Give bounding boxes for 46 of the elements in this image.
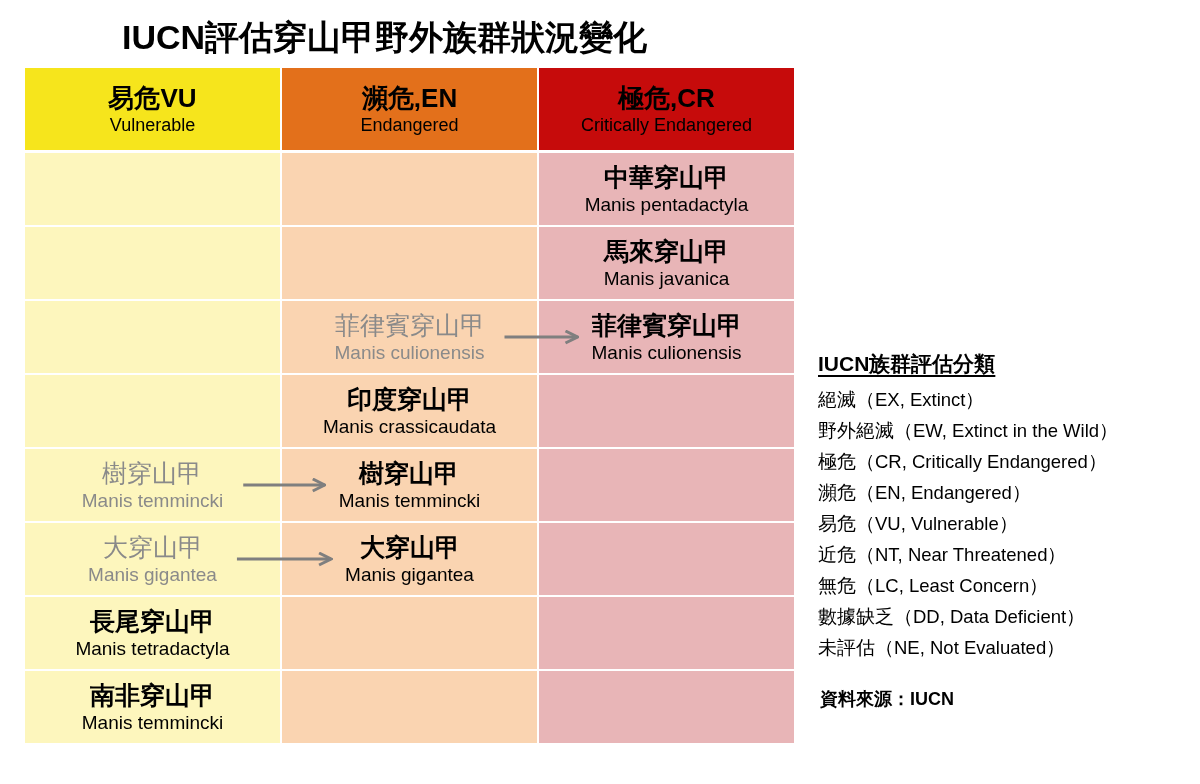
species-name: 大穿山甲: [102, 531, 203, 563]
species-name: 樹穿山甲: [102, 457, 203, 489]
category-definition: 未評估（NE, Not Evaluated）: [818, 635, 1067, 660]
arrow: [504, 329, 579, 345]
species-name: 馬來穿山甲: [604, 235, 729, 267]
category-definition: 易危（VU, Vulnerable）: [818, 511, 1019, 536]
title: IUCN評估穿山甲野外族群狀況變化: [122, 17, 648, 58]
scientific-name: Manis crassicaudata: [322, 414, 497, 439]
scientific-name: Manis culionensis: [334, 340, 485, 365]
source-note: 資料來源：IUCN: [820, 688, 954, 711]
category-name: 瀕危,EN: [361, 81, 458, 114]
arrow: [243, 477, 327, 493]
header-cell: [539, 68, 794, 150]
species-name: 長尾穿山甲: [90, 605, 215, 637]
scientific-name: Manis javanica: [603, 266, 730, 291]
scientific-name: Manis gigantea: [88, 562, 217, 587]
scientific-name: Manis temmincki: [81, 710, 224, 735]
species-name: 大穿山甲: [359, 531, 460, 563]
header-cell: [25, 68, 280, 150]
category-definition: 極危（CR, Critically Endangered）: [818, 449, 1108, 474]
scientific-name: Manis temmincki: [338, 488, 481, 513]
scientific-name: Manis pentadactyla: [584, 192, 749, 217]
scientific-name: Manis tetradactyla: [75, 636, 230, 661]
header-cell: [282, 68, 537, 150]
species-name: 菲律賓穿山甲: [334, 309, 485, 341]
category-definition: 無危（LC, Least Concern）: [818, 573, 1050, 598]
category-definition: 絕滅（EX, Extinct）: [818, 387, 986, 412]
legend-heading: IUCN族群評估分類: [818, 351, 997, 377]
species-name: 樹穿山甲: [359, 457, 460, 489]
species-name: 菲律賓穿山甲: [591, 309, 742, 341]
category-name: 易危VU: [108, 81, 197, 114]
category-definition: 瀕危（EN, Endangered）: [818, 480, 1032, 505]
arrow: [236, 551, 333, 567]
category-definition: 數據缺乏（DD, Data Deficient）: [818, 604, 1087, 629]
species-name: 南非穿山甲: [90, 679, 215, 711]
scientific-name: Manis gigantea: [345, 562, 474, 587]
scientific-name: Manis culionensis: [591, 340, 742, 365]
category-name: 極危,CR: [618, 81, 715, 114]
category-subtitle: Vulnerable: [109, 114, 196, 137]
category-definition: 野外絕滅（EW, Extinct in the Wild）: [818, 418, 1119, 443]
category-subtitle: Critically Endangered: [580, 114, 753, 137]
category-definition: 近危（NT, Near Threatened）: [818, 542, 1068, 567]
scientific-name: Manis temmincki: [81, 488, 224, 513]
category-subtitle: Endangered: [360, 114, 459, 137]
species-name: 印度穿山甲: [347, 383, 472, 415]
species-name: 中華穿山甲: [604, 161, 729, 193]
